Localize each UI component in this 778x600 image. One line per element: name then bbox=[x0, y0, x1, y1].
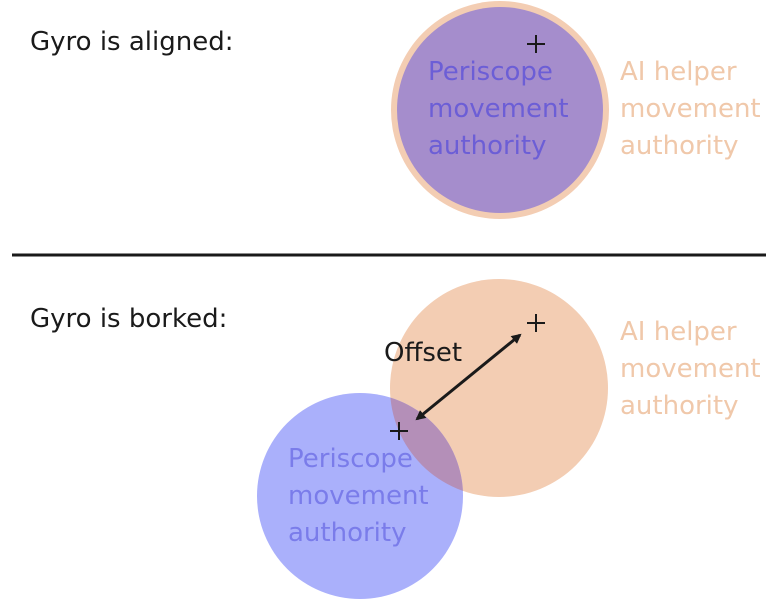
ai-label-borked: AI helper movement authority bbox=[620, 317, 769, 421]
offset-arrow bbox=[415, 333, 522, 421]
periscope-label-aligned: Periscope movement authority bbox=[428, 57, 577, 161]
periscope-authority-circle-aligned bbox=[397, 7, 603, 213]
authority-overlap-region bbox=[390, 393, 463, 497]
ai-center-marker-borked bbox=[527, 314, 545, 332]
aligned-heading: Gyro is aligned: bbox=[30, 27, 233, 57]
ai-label-aligned: AI helper movement authority bbox=[620, 57, 769, 161]
periscope-center-marker-borked bbox=[390, 422, 408, 440]
center-marker-aligned bbox=[527, 35, 545, 53]
periscope-label-borked: Periscope movement authority bbox=[288, 444, 437, 548]
borked-heading: Gyro is borked: bbox=[30, 304, 227, 334]
offset-label: Offset bbox=[384, 338, 462, 368]
